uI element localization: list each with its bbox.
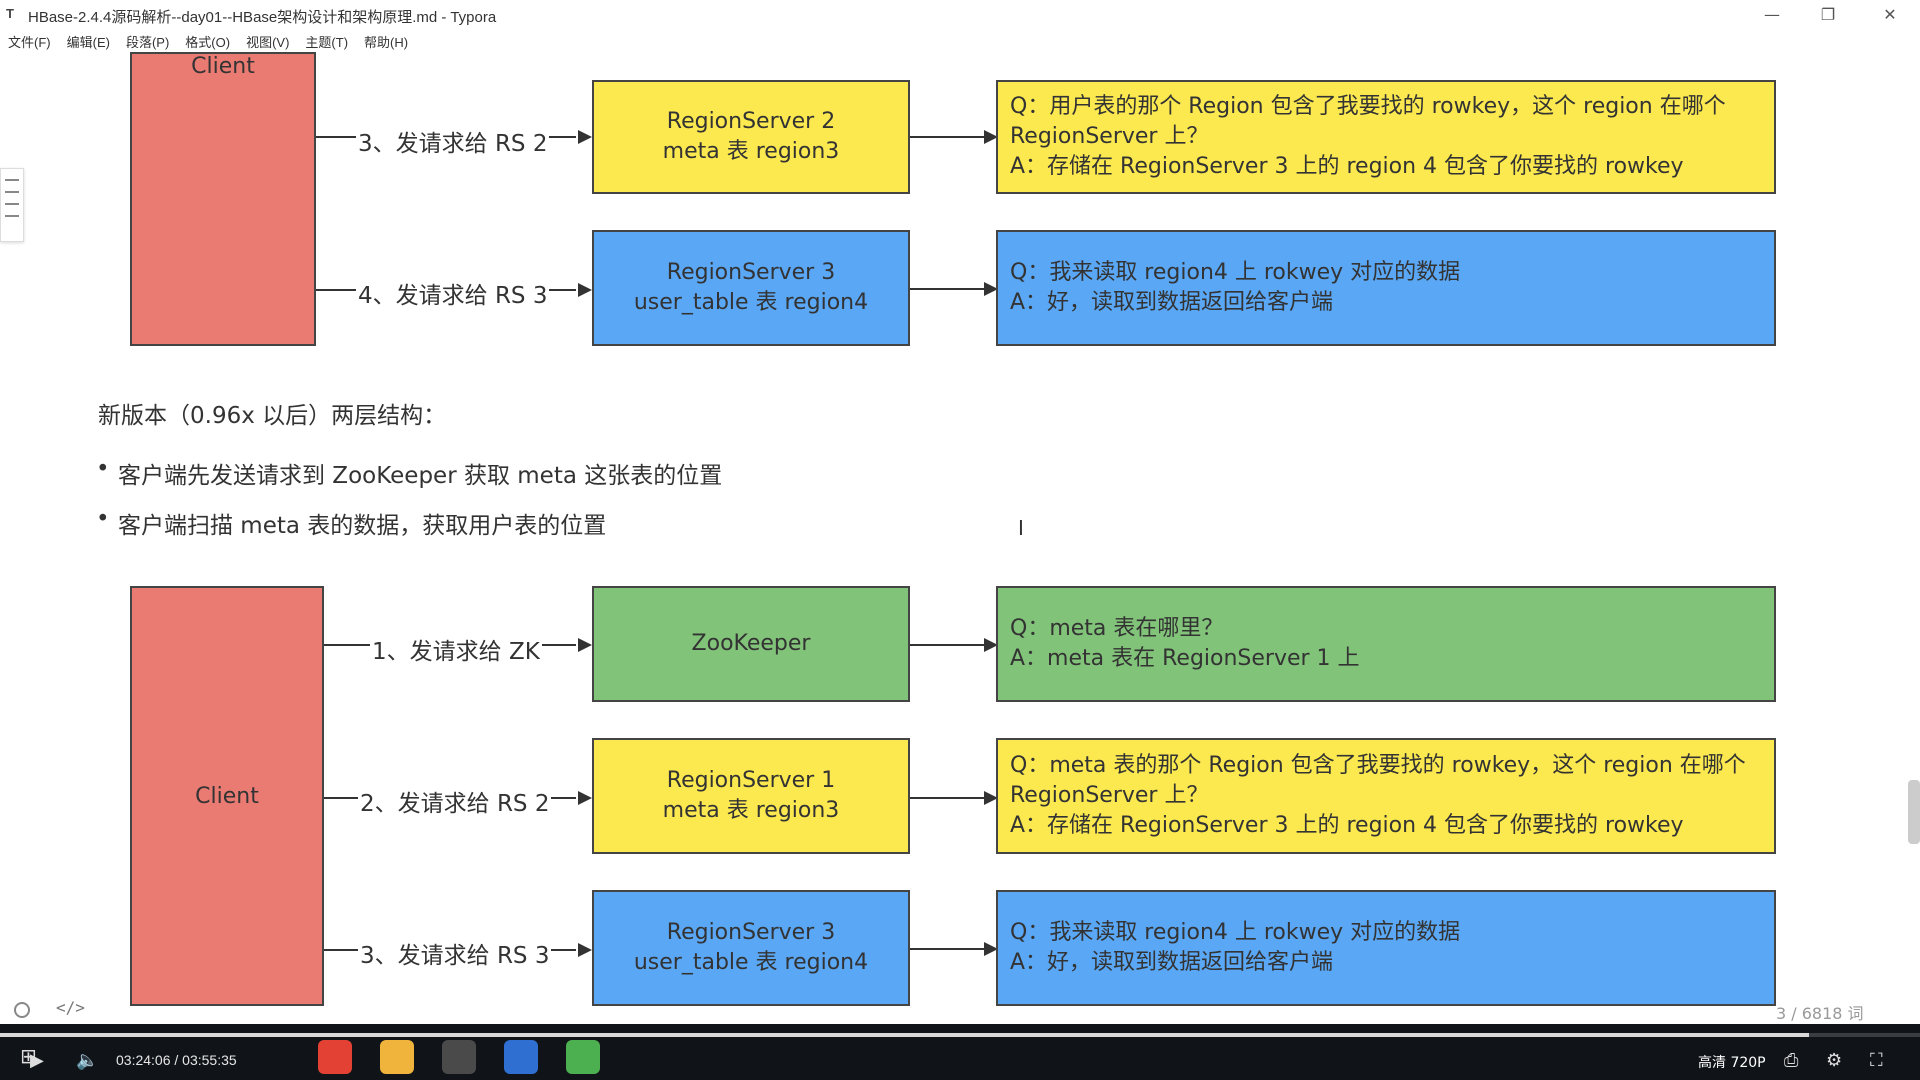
edge-label: 2、发请求给 RS 2 — [358, 784, 552, 818]
qa-text: Q：我来读取 region4 上 rokwey 对应的数据 A：好，读取到数据返… — [1010, 920, 1461, 975]
node-regionserver1: RegionServer 1 meta 表 region3 — [592, 738, 910, 854]
title-bar: T HBase-2.4.4源码解析--day01--HBase架构设计和架构原理… — [0, 0, 1920, 28]
scrollbar-thumb[interactable] — [1908, 780, 1920, 844]
menu-bar: 文件(F) 编辑(E) 段落(P) 格式(O) 视图(V) 主题(T) 帮助(H… — [0, 30, 416, 54]
windows-start-icon[interactable]: ⊞ — [20, 1044, 37, 1068]
minimize-icon: — — [1764, 4, 1780, 24]
menu-file[interactable]: 文件(F) — [8, 35, 51, 50]
edge-label: 1、发请求给 ZK — [370, 632, 542, 666]
qa-text: Q：我来读取 region4 上 rokwey 对应的数据 A：好，读取到数据返… — [1010, 260, 1461, 315]
status-bar: </> 3 / 6818 词 — [0, 994, 1920, 1024]
node-label: RegionServer 2 meta 表 region3 — [662, 109, 840, 164]
menu-edit[interactable]: 编辑(E) — [66, 35, 110, 50]
arrow-head — [578, 791, 592, 805]
word-count[interactable]: 3 / 6818 词 — [1776, 1004, 1864, 1023]
close-button[interactable]: ✕ — [1862, 0, 1918, 28]
node-label: RegionServer 3 user_table 表 region4 — [633, 260, 869, 315]
arrow-head — [578, 943, 592, 957]
screenshot-icon[interactable]: ⎙ — [1784, 1050, 1799, 1071]
edge-line — [910, 136, 988, 138]
qa-text: Q：用户表的那个 Region 包含了我要找的 rowkey，这个 region… — [1010, 94, 1726, 179]
bullet-item: 客户端先发送请求到 ZooKeeper 获取 meta 这张表的位置 — [96, 456, 722, 490]
chrome-icon[interactable] — [318, 1040, 352, 1074]
typora-icon[interactable] — [442, 1040, 476, 1074]
qa-box: Q：我来读取 region4 上 rokwey 对应的数据 A：好，读取到数据返… — [996, 890, 1776, 1006]
video-time: 03:24:06 / 03:55:35 — [116, 1052, 237, 1068]
settings-icon[interactable]: ⚙ — [1826, 1050, 1843, 1071]
node-label: RegionServer 1 meta 表 region3 — [662, 768, 840, 823]
qa-box: Q：meta 表的那个 Region 包含了我要找的 rowkey，这个 reg… — [996, 738, 1776, 854]
qa-box: Q：用户表的那个 Region 包含了我要找的 rowkey，这个 region… — [996, 80, 1776, 194]
play-icon[interactable]: ▶ — [30, 1050, 44, 1071]
restore-icon: ❐ — [1820, 4, 1836, 24]
video-progress-fill — [0, 1033, 1809, 1037]
node-regionserver2: RegionServer 2 meta 表 region3 — [592, 80, 910, 194]
maximize-button[interactable]: ❐ — [1800, 0, 1856, 28]
typora-app-icon: T — [6, 6, 14, 21]
edge-label: 3、发请求给 RS 3 — [358, 936, 552, 970]
window-title: HBase-2.4.4源码解析--day01--HBase架构设计和架构原理.m… — [28, 9, 497, 26]
menu-format[interactable]: 格式(O) — [185, 35, 231, 50]
arrow-head — [984, 638, 998, 652]
volume-icon[interactable]: 🔈 — [76, 1050, 99, 1071]
edge-line — [910, 797, 988, 799]
sidebar-toggle-icon[interactable] — [14, 1002, 30, 1018]
text-cursor-icon: I — [1018, 516, 1024, 540]
menu-view[interactable]: 视图(V) — [246, 35, 290, 50]
client-label: Client — [195, 783, 259, 809]
client-box-bottom: Client — [130, 586, 324, 1006]
video-progress-bar[interactable] — [0, 1033, 1920, 1037]
app-icon[interactable] — [504, 1040, 538, 1074]
menu-theme[interactable]: 主题(T) — [305, 35, 349, 50]
bullet-item: 客户端扫描 meta 表的数据，获取用户表的位置 — [96, 506, 606, 540]
qa-box: Q：我来读取 region4 上 rokwey 对应的数据 A：好，读取到数据返… — [996, 230, 1776, 346]
qa-text: Q：meta 表在哪里？ A：meta 表在 RegionServer 1 上 — [1010, 616, 1360, 671]
node-label: RegionServer 3 user_table 表 region4 — [633, 920, 869, 975]
arrow-head — [984, 791, 998, 805]
arrow-head — [984, 942, 998, 956]
section-heading: 新版本（0.96x 以后）两层结构： — [98, 403, 447, 429]
edge-line — [910, 644, 988, 646]
fullscreen-icon[interactable]: ⛶ — [1870, 1050, 1883, 1071]
node-regionserver3-bottom: RegionServer 3 user_table 表 region4 — [592, 890, 910, 1006]
folder-icon[interactable] — [380, 1040, 414, 1074]
edge-line — [910, 288, 988, 290]
arrow-head — [578, 638, 592, 652]
close-icon: ✕ — [1883, 4, 1897, 24]
qa-box: Q：meta 表在哪里？ A：meta 表在 RegionServer 1 上 — [996, 586, 1776, 702]
client-box-top: Client — [130, 52, 316, 346]
node-label: ZooKeeper — [691, 631, 811, 656]
outline-toggle[interactable] — [0, 168, 24, 242]
source-code-mode-icon[interactable]: </> — [56, 998, 85, 1017]
app-icon[interactable] — [566, 1040, 600, 1074]
edge-line — [910, 948, 988, 950]
client-label: Client — [191, 54, 255, 79]
node-zookeeper: ZooKeeper — [592, 586, 910, 702]
arrow-head — [984, 282, 998, 296]
node-regionserver3: RegionServer 3 user_table 表 region4 — [592, 230, 910, 346]
arrow-head — [984, 130, 998, 144]
qa-text: Q：meta 表的那个 Region 包含了我要找的 rowkey，这个 reg… — [1010, 753, 1746, 838]
arrow-head — [578, 283, 592, 297]
minimize-button[interactable]: — — [1744, 0, 1800, 28]
menu-paragraph[interactable]: 段落(P) — [125, 35, 170, 50]
edge-label: 3、发请求给 RS 2 — [356, 124, 550, 158]
edge-label: 4、发请求给 RS 3 — [356, 276, 550, 310]
arrow-head — [578, 130, 592, 144]
menu-help[interactable]: 帮助(H) — [364, 35, 409, 50]
video-quality[interactable]: 高清 720P — [1698, 1055, 1766, 1071]
